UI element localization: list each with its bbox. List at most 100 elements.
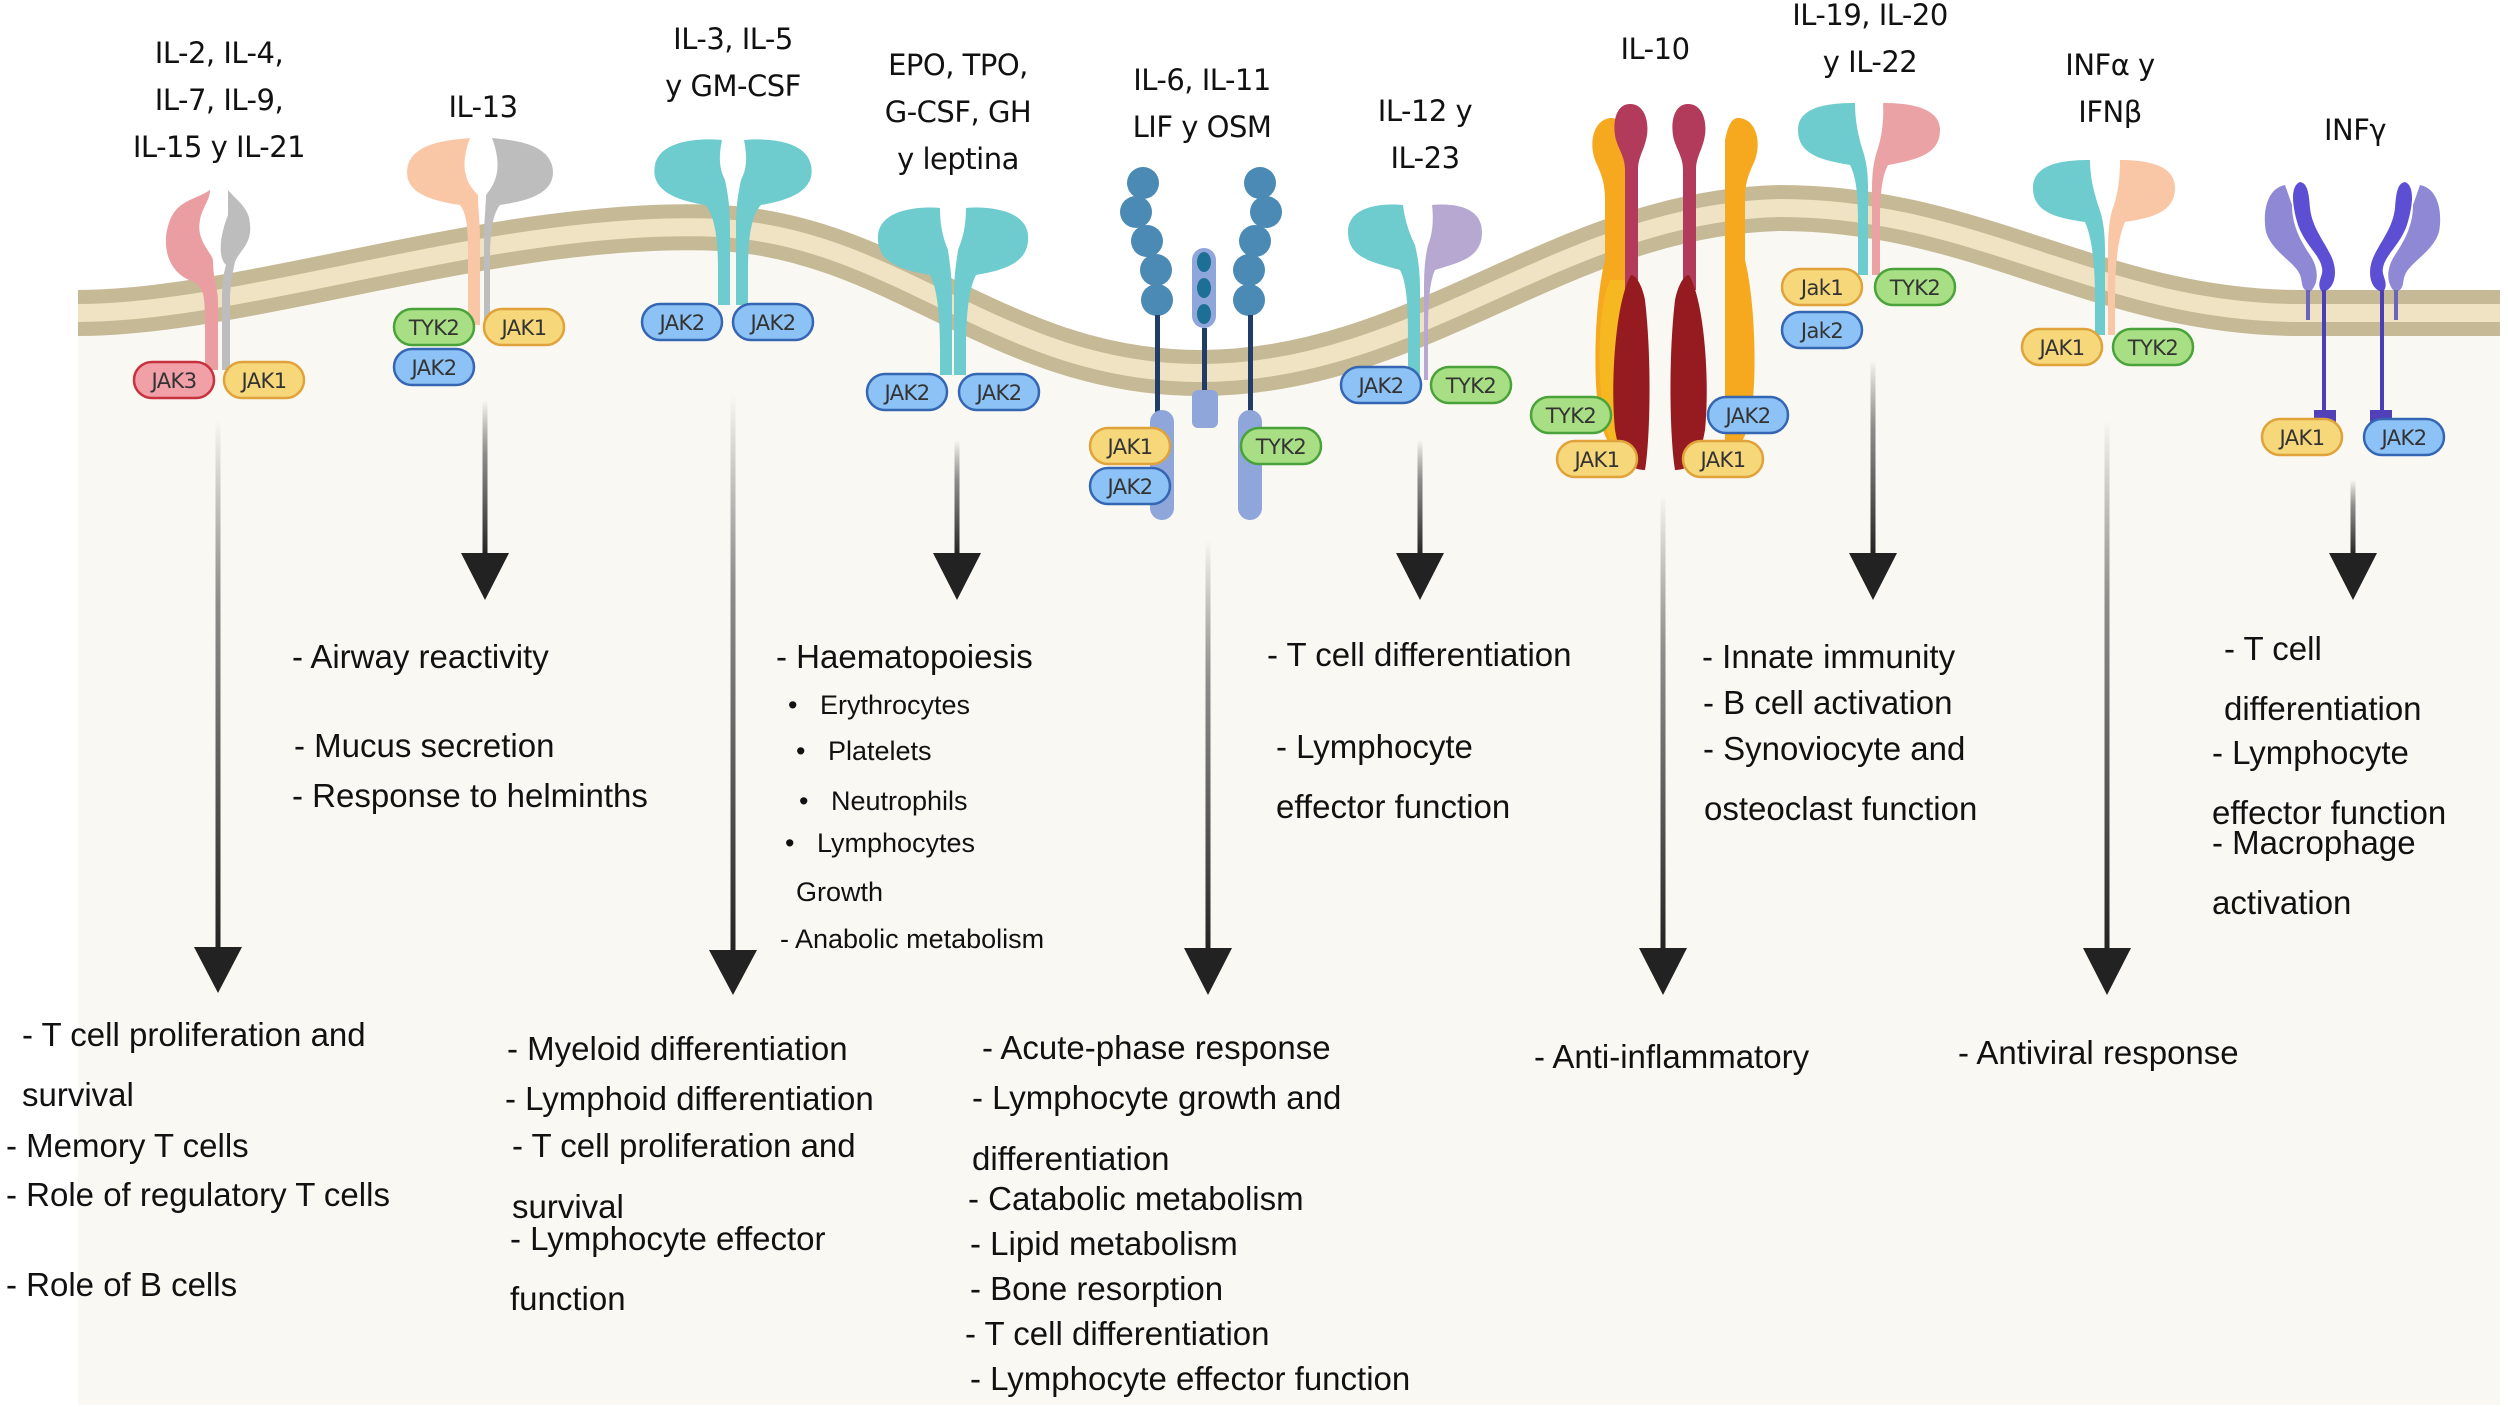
bullet-icon: • xyxy=(796,736,806,766)
function-text: - Lymphocyte xyxy=(1276,728,1473,765)
function-bullet: • Platelets xyxy=(796,736,932,767)
kinase-label: JAK3 xyxy=(150,369,197,393)
function-text: - T cell differentiation xyxy=(965,1315,1270,1352)
kinase-jak2: JAK2 xyxy=(957,372,1041,412)
kinase-label: JAK2 xyxy=(410,356,457,380)
kinase-tyk2: TYK2 xyxy=(1873,267,1957,307)
arrow-head xyxy=(461,553,509,600)
kinase-label: JAK1 xyxy=(500,316,547,340)
gp130-ligand xyxy=(1192,248,1216,328)
function-text: function xyxy=(510,1280,626,1317)
arrow-shaft xyxy=(1417,440,1423,555)
arrow-shaft xyxy=(2104,420,2110,950)
function-text: - Lymphocyte effector xyxy=(510,1220,826,1257)
function-text: - Lymphocyte effector function xyxy=(970,1360,1411,1397)
header-line: G-CSF, GH xyxy=(884,95,1032,129)
arrow-head xyxy=(2083,948,2131,995)
kinase-label: JAK1 xyxy=(1573,448,1620,472)
header-ifn-type1: INFα y IFNβ xyxy=(2065,42,2155,136)
arrow-shaft xyxy=(1205,540,1211,950)
kinase-jak2: JAK2 xyxy=(1706,395,1790,435)
function-text: osteoclast function xyxy=(1704,790,1978,827)
header-line: INFα y xyxy=(2065,48,2155,82)
receptor-epo-family xyxy=(877,207,1029,375)
function-text: activation xyxy=(2212,884,2352,921)
header-line: IL-6, IL-11 xyxy=(1133,63,1271,97)
function-text: - B cell activation xyxy=(1703,684,1953,721)
arrow-shaft xyxy=(1660,495,1666,950)
arrow-shaft xyxy=(482,400,488,555)
kinase-jak2: JAK2 xyxy=(640,302,724,342)
kinase-pill xyxy=(392,347,476,387)
arrow-shaft xyxy=(215,420,221,949)
kinase-jak3: JAK3 xyxy=(132,360,216,400)
arrow-head xyxy=(1184,948,1232,995)
function-text: - Innate immunity xyxy=(1702,638,1956,675)
kinase-pill xyxy=(2020,327,2104,367)
header-line: IL-3, IL-5 xyxy=(673,22,793,56)
header-il2-family: IL-2, IL-4, IL-7, IL-9, IL-15 y IL-21 xyxy=(133,30,306,171)
kinase-pill xyxy=(2260,417,2344,457)
function-text: - Lymphocyte xyxy=(2212,734,2409,771)
header-line: LIF y OSM xyxy=(1132,110,1272,144)
header-line: y GM-CSF xyxy=(665,69,801,103)
bullet-icon: • xyxy=(799,786,809,816)
kinase-label: JAK1 xyxy=(2278,426,2325,450)
header-il3-family: IL-3, IL-5 y GM-CSF xyxy=(665,16,801,110)
kinase-label: Jak2 xyxy=(1799,319,1843,343)
kinase-label: JAK1 xyxy=(1106,435,1153,459)
header-il19-family: IL-19, IL-20 y IL-22 xyxy=(1792,0,1948,86)
receptor-il13 xyxy=(407,138,553,325)
header-line: y IL-22 xyxy=(1822,45,1918,79)
header-line: IL-19, IL-20 xyxy=(1792,0,1948,32)
bullet-text: Platelets xyxy=(827,736,932,766)
kinase-pill xyxy=(132,360,216,400)
function-text: - Acute-phase response xyxy=(982,1029,1331,1066)
signal-arrow-il6-family xyxy=(1184,540,1232,995)
kinase-pill xyxy=(2111,327,2195,367)
receptor-subunit-gamma-c xyxy=(165,190,218,370)
header-ifn-gamma: INFγ xyxy=(2323,107,2387,154)
kinase-jak1: JAK1 xyxy=(482,307,566,347)
function-text: - T cell differentiation xyxy=(1267,636,1572,673)
bullet-text: Neutrophils xyxy=(830,786,968,816)
signal-arrow-ifn-type1 xyxy=(2083,420,2131,995)
function-text: Growth xyxy=(796,877,884,907)
kinase-pill xyxy=(865,372,949,412)
kinase-pill xyxy=(1429,365,1513,405)
receptor-il2-family xyxy=(165,190,251,370)
header-il12-family: IL-12 y IL-23 xyxy=(1377,88,1473,182)
kinase-label: JAK2 xyxy=(1724,404,1771,428)
header-line: IL-7, IL-9, xyxy=(154,83,284,117)
function-text: - Catabolic metabolism xyxy=(968,1180,1304,1217)
kinase-tyk2: TYK2 xyxy=(1239,426,1323,466)
kinase-label: TYK2 xyxy=(1255,435,1306,459)
kinase-label: TYK2 xyxy=(1445,374,1496,398)
receptor-il10 xyxy=(1592,104,1758,470)
header-il10: IL-10 xyxy=(1620,26,1690,73)
header-line: INFγ xyxy=(2323,113,2387,147)
arrow-layer xyxy=(194,360,2377,995)
header-line: IL-12 y xyxy=(1377,94,1473,128)
header-line: IL-10 xyxy=(1620,32,1690,66)
bullet-icon: • xyxy=(785,828,795,858)
kinase-pill xyxy=(222,360,306,400)
signal-arrow-il2-family xyxy=(194,420,242,993)
kinase-label: JAK2 xyxy=(1106,475,1153,499)
function-text: - Synoviocyte and xyxy=(1703,730,1966,767)
kinase-pill xyxy=(1529,395,1613,435)
header-line: IL-13 xyxy=(448,90,518,124)
signal-arrow-il19-family xyxy=(1849,360,1897,600)
kinase-pill xyxy=(1780,267,1864,307)
kinase-pill xyxy=(1873,267,1957,307)
header-line: EPO, TPO, xyxy=(888,48,1028,82)
kinase-jak2: JAK2 xyxy=(2362,417,2446,457)
kinase-pill xyxy=(1706,395,1790,435)
kinase-jak1: JAK1 xyxy=(1681,439,1765,479)
function-text: survival xyxy=(512,1188,624,1225)
kinase-label: TYK2 xyxy=(1545,404,1596,428)
function-text: - Mucus secretion xyxy=(294,727,555,764)
kinase-pill xyxy=(731,302,815,342)
kinase-label: JAK2 xyxy=(975,381,1022,405)
